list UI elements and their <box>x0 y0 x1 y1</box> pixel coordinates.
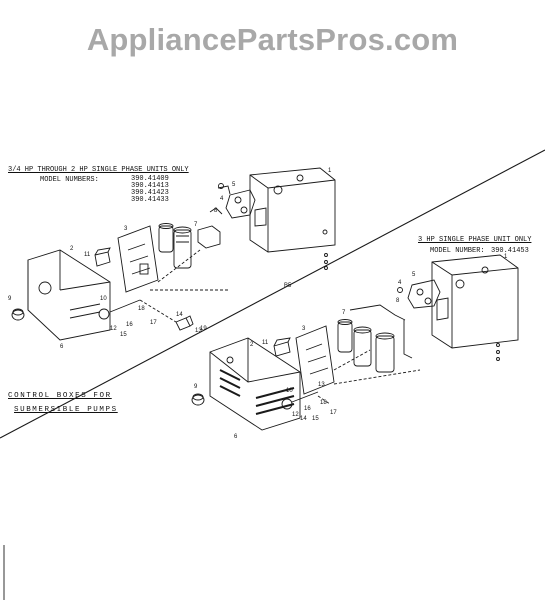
upper-model-number: 390.41423 <box>131 189 169 197</box>
callout-number: 8 <box>214 208 218 214</box>
callout-number: 11 <box>262 340 269 346</box>
callout-number: 5 <box>412 272 416 278</box>
callout-number: 6 <box>60 344 64 350</box>
diagram-code: B5 <box>284 283 292 289</box>
callout-number: 14 <box>300 416 307 422</box>
lower-dashed-leaders <box>317 349 421 405</box>
callout-number: 10 <box>286 388 293 394</box>
callout-number: 11 <box>84 252 91 258</box>
callout-number: 18 <box>138 306 145 312</box>
callout-number: 3 <box>124 226 128 232</box>
callout-number: 9 <box>8 296 12 302</box>
callout-number: 9 <box>194 384 198 390</box>
upper-component-19 <box>175 315 194 331</box>
callout-number: 4 <box>398 280 402 286</box>
callout-number: 7 <box>342 310 346 316</box>
lower-overload <box>281 391 319 410</box>
upper-model-number: 390.41433 <box>131 196 169 204</box>
lower-knob <box>191 393 205 406</box>
lower-relay-small <box>273 337 291 357</box>
upper-relay-board <box>117 225 159 293</box>
upper-overload <box>98 299 141 320</box>
callout-number: 15 <box>312 416 319 422</box>
callout-number: 13 <box>318 382 325 388</box>
upper-dashed-leaders <box>139 249 230 323</box>
callout-number: 10 <box>100 296 107 302</box>
callout-number: 18 <box>320 400 327 406</box>
lower-screws <box>496 343 500 361</box>
upper-model-number: 390.41409 <box>131 175 169 183</box>
callout-number: 16 <box>126 322 133 328</box>
callout-number: 17 <box>150 320 157 326</box>
upper-relay-small <box>94 247 111 267</box>
callout-number: 12 <box>292 412 299 418</box>
upper-heading: 3/4 HP THROUGH 2 HP SINGLE PHASE UNITS O… <box>8 166 189 174</box>
lower-model-number: 390.41453 <box>491 247 529 255</box>
callout-number: 19 <box>200 326 207 332</box>
callout-number: 7 <box>194 222 198 228</box>
lower-callouts: 1 2 3 4 5 6 7 8 9 10 11 12 13 14 15 16 1… <box>194 254 508 440</box>
callout-number: 13 <box>195 328 202 334</box>
callout-number: 3 <box>302 326 306 332</box>
caption-line-2: SUBMERSIBLE PUMPS <box>14 406 118 414</box>
upper-knob <box>11 308 25 321</box>
callout-number: 15 <box>120 332 127 338</box>
lower-front-cover <box>209 337 301 431</box>
upper-front-cover <box>27 249 111 341</box>
callout-number: 1 <box>328 168 332 174</box>
upper-back-box <box>249 167 336 253</box>
upper-capacitors <box>158 207 223 269</box>
callout-number: 16 <box>304 406 311 412</box>
callout-number: 8 <box>396 298 400 304</box>
callout-number: 6 <box>234 434 238 440</box>
lower-model-label: MODEL NUMBER: <box>430 247 485 255</box>
lower-heading: 3 HP SINGLE PHASE UNIT ONLY <box>418 236 532 244</box>
lower-capacitors <box>337 304 413 373</box>
watermark-text: AppliancePartsPros.com <box>86 22 459 57</box>
lower-terminal-block <box>397 279 441 309</box>
lower-relay-board <box>295 325 335 395</box>
callout-number: 14 <box>176 312 183 318</box>
upper-model-number: 390.41413 <box>131 182 169 190</box>
callout-number: 2 <box>250 342 254 348</box>
callout-number: 17 <box>330 410 337 416</box>
section-divider-line <box>0 149 545 439</box>
callout-number: 2 <box>70 246 74 252</box>
lower-back-box <box>431 254 519 349</box>
upper-callouts: 1 2 3 4 5 6 7 8 9 10 11 12 13 14 15 16 1… <box>8 168 332 350</box>
upper-terminal-block <box>217 183 256 219</box>
callout-number: 4 <box>220 196 224 202</box>
caption-line-1: CONTROL BOXES FOR <box>8 392 112 400</box>
callout-number: 12 <box>110 326 117 332</box>
upper-model-label: MODEL NUMBERS: <box>40 176 99 184</box>
upper-screws <box>324 253 328 270</box>
callout-number: 1 <box>504 254 508 260</box>
upper-model-list: 390.41409 390.41413 390.41423 390.41433 <box>131 176 169 204</box>
callout-number: 5 <box>232 182 236 188</box>
